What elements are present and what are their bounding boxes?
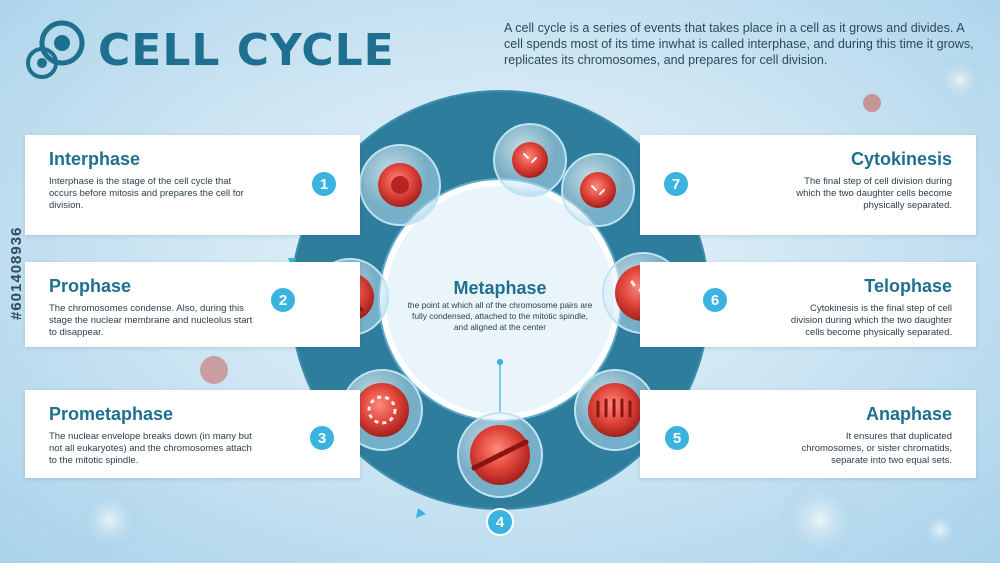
card-description: It ensures that duplicated chromosomes, … xyxy=(801,431,952,466)
interphase-cell xyxy=(359,144,441,226)
badge-number: 2 xyxy=(279,292,287,309)
card-title: Prophase xyxy=(49,276,132,296)
badge-number: 5 xyxy=(673,430,681,447)
intro-text: A cell cycle is a series of events that … xyxy=(504,21,974,67)
background-bubble xyxy=(938,58,982,102)
badge-number: 6 xyxy=(711,292,719,309)
badge-number: 4 xyxy=(496,514,505,531)
card-telophase: Telophase Cytokinesis is the final step … xyxy=(640,262,976,347)
metaphase-cell xyxy=(457,412,543,498)
background-bubble xyxy=(200,356,228,384)
cytokinesis-cells xyxy=(493,123,635,227)
badge-6: 6 xyxy=(701,286,729,314)
card-description: The chromosomes condense. Also, during t… xyxy=(49,303,253,338)
background-bubble xyxy=(780,480,860,560)
header: CELL CYCLE xyxy=(22,18,395,82)
card-title: Prometaphase xyxy=(49,404,174,424)
cell-logo-icon xyxy=(22,17,88,83)
badge-number: 3 xyxy=(318,430,326,447)
badge-2: 2 xyxy=(269,286,297,314)
card-description: Cytokinesis is the final step of cell di… xyxy=(790,303,952,338)
card-cytokinesis: Cytokinesis The final step of cell divis… xyxy=(640,135,976,235)
card-title: Telophase xyxy=(864,276,952,296)
card-description: The nuclear envelope breaks down (in man… xyxy=(49,431,252,466)
badge-5: 5 xyxy=(663,424,691,452)
card-title: Cytokinesis xyxy=(850,149,952,169)
card-title: Interphase xyxy=(49,149,141,169)
page-title: CELL CYCLE xyxy=(98,24,395,76)
background-bubble xyxy=(922,512,958,548)
background-bubble xyxy=(80,490,140,550)
card-anaphase: Anaphase It ensures that duplicated chro… xyxy=(640,390,976,478)
badge-number: 1 xyxy=(320,176,328,193)
card-prophase: Prophase The chromosomes condense. Also,… xyxy=(25,262,360,347)
badge-number: 7 xyxy=(672,176,680,193)
prometaphase-cell xyxy=(341,369,423,451)
background-bubble xyxy=(863,94,881,112)
flow-arrow-icon xyxy=(416,508,426,518)
card-title: Anaphase xyxy=(865,404,952,424)
card-description: The final step of cell division during w… xyxy=(796,176,952,211)
card-prometaphase: Prometaphase The nuclear envelope breaks… xyxy=(25,390,360,478)
badge-1: 1 xyxy=(310,170,338,198)
stock-watermark: #601408936 xyxy=(8,226,25,320)
center-description: the point at which all of the chromosome… xyxy=(407,300,593,332)
badge-7: 7 xyxy=(662,170,690,198)
badge-3: 3 xyxy=(308,424,336,452)
card-description: Interphase is the stage of the cell cycl… xyxy=(49,176,244,211)
center-title: Metaphase xyxy=(453,278,547,298)
badge-4: 4 xyxy=(486,508,514,536)
card-interphase: Interphase Interphase is the stage of th… xyxy=(25,135,360,235)
